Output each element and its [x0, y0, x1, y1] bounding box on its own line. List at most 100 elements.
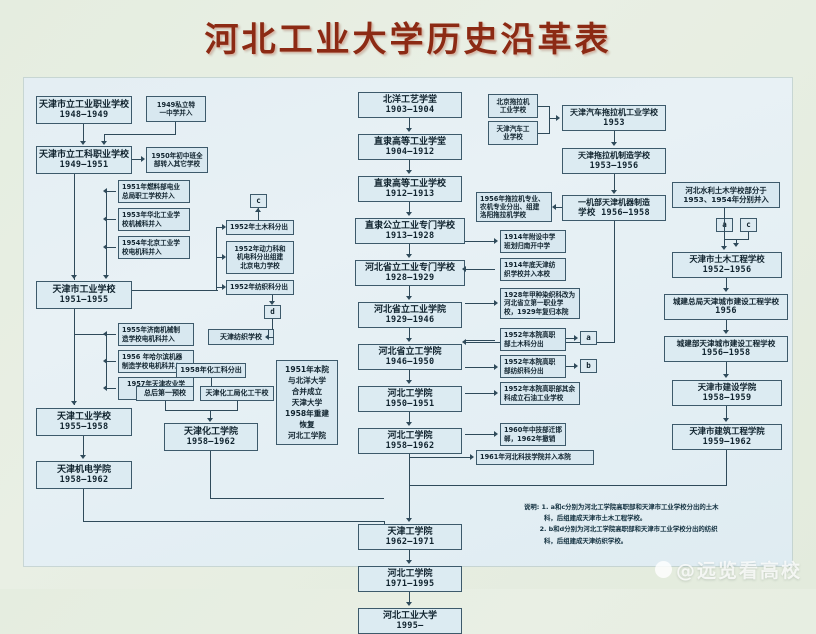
node-name: 河北工业大学: [382, 610, 437, 621]
note-1961-kejixueyuan: 1961年河北科技学院并入本院: [476, 450, 594, 465]
node-tianjin-shili-gongye-zhiye: 天津市立工业职业学校 1948—1949: [36, 96, 132, 124]
node-name: 直隶高等工业学堂: [373, 136, 446, 147]
node-name: 一机部天津机器制造: [578, 198, 650, 208]
node-name: 天津化工学院: [183, 426, 238, 437]
node-center-1: 直隶高等工业学堂 1904—1912: [358, 134, 462, 160]
node-tianjin-shili-gongke-zhiye: 天津市立工科职业学校 1949—1951: [36, 146, 132, 174]
node-years: 1959—1962: [702, 436, 752, 447]
tag-b-right: b: [580, 359, 597, 373]
tag-c-farright: c: [740, 218, 757, 232]
node-beijing-tuolaji: 北京拖拉机 工业学校: [488, 94, 538, 118]
note-text: 1955年济南机械制 造学校电机科并入: [122, 326, 180, 343]
node-center-2: 直隶高等工业学校 1912—1913: [358, 176, 462, 202]
node-name: 直隶高等工业学校: [373, 178, 446, 189]
note-1960-zhongjibu: 1960年中技部迁邯 郸，1962年撤销: [500, 423, 566, 446]
watermark: @远览看高校: [654, 556, 802, 583]
node-chengjian-zongju: 城建总局天津城市建设工程学校 1956: [664, 294, 788, 320]
node-years: 1958—1962: [59, 475, 109, 486]
node-name: 河北省立工业专门学校: [364, 262, 455, 273]
node-tianjin-huagong-xueyuan: 天津化工学院 1958—1962: [164, 423, 258, 451]
node-name: 天津工业学校: [56, 411, 111, 422]
node-name: 城建部天津城市建设工程学校: [676, 338, 776, 348]
note-1952-tumu-split: 1952年土木科分出: [226, 220, 294, 235]
page-root: 河北工业大学历史沿革表 天津市立工业职业学校 1948—1949 1949私立特…: [24, 20, 802, 634]
note-text: 1954年北京工业学 校电机科并入: [122, 239, 180, 256]
note-1914-fangzhi: 1914年底天津纺 织学校并入本校: [500, 258, 566, 281]
note-text: 1952年本院高职 部土木科分出: [504, 331, 556, 348]
node-name: 天津市立工科职业学校: [39, 149, 130, 160]
node-years: 1913—1928: [385, 231, 435, 242]
note-1955-jinan: 1955年济南机械制 造学校电机科并入: [118, 323, 194, 346]
node-name: 河北省立工学院: [378, 346, 442, 357]
note-1950-chuzhongban: 1950年初中班全 部转入其它学校: [146, 147, 208, 173]
note-text: 1953年华北工业学 校机械科并入: [122, 211, 180, 228]
note-text: 河北水利土木学校部分于 1953、1954年分别并入: [683, 185, 769, 204]
node-name: 城建总局天津城市建设工程学校: [672, 296, 780, 306]
node-center-8: 河北工学院 1958—1962: [358, 428, 462, 454]
node-tianjin-gongye-xuexiao-55: 天津工业学校 1955—1958: [36, 408, 132, 436]
node-name: 天津市工业学校: [52, 284, 116, 295]
note-1951-ranliaobu: 1951年燃料部电业 总局职工学校并入: [118, 180, 190, 203]
node-years: 1955—1958: [59, 422, 109, 433]
note-text: 1949私立特 一中学并入: [156, 100, 196, 117]
note-1953-huabei: 1953年华北工业学 校机械科并入: [118, 208, 190, 231]
node-name: 天津市建设学院: [697, 382, 757, 393]
tag-label: c: [256, 195, 261, 205]
page-title: 河北工业大学历史沿革表: [204, 20, 612, 60]
tag-label: a: [586, 332, 591, 342]
note-text: 1952年动力科和 机电科分出组建 北京电力学校: [234, 245, 286, 270]
node-center-6: 河北省立工学院 1946—1950: [358, 344, 462, 370]
node-years: 1903—1904: [385, 105, 435, 116]
node-center-9: 天津工学院 1962—1971: [358, 524, 462, 550]
node-center-5: 河北省立工业学院 1929—1946: [358, 302, 462, 328]
note-1952-gaozhi-fangzhi: 1952年本院高职 部纺织科分出: [500, 355, 566, 378]
node-name: 天津汽车工 业学校: [496, 124, 530, 141]
node-tianjin-qiche-tuolaji: 天津汽车拖拉机工业学校 1953: [562, 105, 666, 131]
node-yijibu-jiqi-zhizao: 一机部天津机器制造 学校 1956—1958: [562, 195, 666, 221]
node-tianjin-gongye-xuexiao-51: 天津市工业学校 1951—1955: [36, 281, 132, 309]
legend-note: 说明: 1. a和c分别为河北工学院高职部和天津市工业学校分出的土木 科，后组建…: [524, 503, 719, 545]
paw-icon: [654, 561, 672, 578]
node-name: 天津拖拉机制造学校: [578, 151, 650, 161]
note-1956-luoyang: 1956年拖拉机专业、 农机专业分出、组建 洛阳拖拉机学校: [476, 192, 552, 222]
node-zonghou-diyi-yuxiao: 总后第一预校: [136, 386, 194, 401]
node-years: 1950—1951: [385, 399, 435, 410]
note-1958-huagong-split: 1958年化工科分出: [176, 363, 246, 378]
node-years: 1962—1971: [385, 537, 435, 548]
node-tianjin-qiche: 天津汽车工 业学校: [488, 121, 538, 145]
node-tianjin-jianshe-xueyuan: 天津市建设学院 1958—1959: [672, 380, 782, 406]
node-center-7: 河北工学院 1950—1951: [358, 386, 462, 412]
tag-c-left: c: [250, 194, 267, 208]
node-years: 1956: [715, 306, 737, 317]
tag-label: b: [586, 360, 591, 370]
node-name: 天津工学院: [387, 526, 433, 537]
note-text: 1950年初中班全 部转入其它学校: [151, 151, 203, 168]
node-years: 1948—1949: [59, 110, 109, 121]
note-1928-jiazhong: 1928年甲种染织科改为 河北省立第一职业学 校，1929年复归本院: [500, 288, 580, 319]
node-name: 北京拖拉机 工业学校: [496, 97, 530, 114]
note-text: 1952年土木科分出: [230, 223, 288, 232]
node-years: 1995—: [396, 621, 424, 632]
node-name: 河北省立工业学院: [373, 304, 446, 315]
tag-d-left: d: [264, 305, 281, 319]
note-text: 1914年附设中学 班划归南开中学: [504, 233, 556, 250]
note-text: 1914年底天津纺 织学校并入本校: [504, 261, 556, 278]
note-text: 1958年化工科分出: [180, 366, 242, 375]
node-years: 1971—1995: [385, 579, 435, 590]
note-1949-sili: 1949私立特 一中学并入: [146, 96, 206, 122]
node-years: 1929—1946: [385, 315, 435, 326]
note-text: 1952年本院高职部其余 科成立石油工业学校: [504, 385, 576, 402]
note-tianjin-daxue-merge: 1951年本院 与北洋大学 合并成立 天津大学 1958年重建 恢复 河北工学院: [276, 360, 338, 445]
node-center-4: 河北省立工业专门学校 1928—1929: [355, 260, 465, 286]
tag-label: c: [746, 219, 751, 229]
node-years: 1904—1912: [385, 147, 435, 158]
node-center-0: 北洋工艺学堂 1903—1904: [358, 92, 462, 118]
node-years: 1958—1962: [186, 437, 236, 448]
note-text: 1952年纺织科分出: [230, 283, 288, 292]
node-years: 1912—1913: [385, 189, 435, 200]
node-years: 1928—1929: [385, 273, 435, 284]
node-huagongju-ganxiao: 天津化工局化工干校: [200, 386, 274, 401]
node-years: 1946—1950: [385, 357, 435, 368]
watermark-text: @远览看高校: [675, 560, 802, 582]
node-years: 1951—1955: [59, 295, 109, 306]
